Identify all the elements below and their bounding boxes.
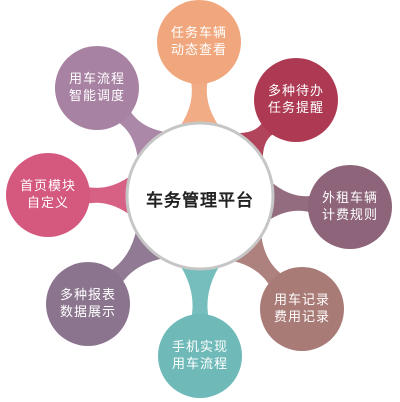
hub-title: 车务管理平台 (146, 191, 254, 211)
node-pending-reminders (254, 58, 338, 142)
node-report-display (46, 262, 130, 346)
connector-mobile-workflow (180, 265, 220, 320)
node-usage-cost (260, 267, 344, 351)
node-label-line: 手机实现 (171, 340, 228, 355)
node-label-line: 智能调度 (68, 89, 125, 104)
node-label-task-tracking: 任务车辆动态查看 (163, 25, 235, 59)
node-label-usage-cost: 用车记录费用记录 (266, 292, 338, 326)
node-label-line: 任务提醒 (267, 101, 324, 116)
node-label-line: 多种报表 (59, 288, 116, 303)
node-label-report-display: 多种报表数据展示 (52, 287, 124, 321)
node-label-rental-billing: 外租车辆计费规则 (314, 190, 386, 224)
node-custom-homepage (6, 153, 90, 237)
connector-usage-cost (231, 233, 285, 289)
node-label-line: 计费规则 (321, 208, 378, 223)
node-rental-billing (308, 165, 392, 249)
node-label-line: 费用记录 (273, 310, 330, 325)
node-label-line: 外租车辆 (321, 191, 378, 206)
connector-smart-dispatch (115, 107, 167, 160)
node-label-line: 任务车辆 (170, 26, 227, 41)
node-smart-dispatch (55, 46, 139, 130)
node-label-line: 用车流程 (68, 72, 125, 87)
node-mobile-workflow (158, 314, 242, 398)
node-label-line: 首页模块 (19, 179, 76, 194)
node-task-tracking (157, 0, 241, 84)
node-label-mobile-workflow: 手机实现用车流程 (164, 339, 236, 373)
node-label-smart-dispatch: 用车流程智能调度 (61, 71, 133, 105)
node-label-line: 多种待办 (267, 84, 324, 99)
connector-rental-billing (267, 181, 315, 221)
node-label-line: 用车流程 (171, 357, 228, 372)
node-label-line: 用车记录 (273, 293, 330, 308)
node-label-line: 动态查看 (170, 43, 227, 58)
connector-report-display (107, 229, 165, 286)
node-label-pending-reminders: 多种待办任务提醒 (260, 83, 332, 117)
hub-circle (125, 121, 275, 271)
connector-task-tracking (179, 77, 220, 128)
node-label-line: 数据展示 (59, 305, 116, 320)
node-label-line: 自定义 (26, 196, 69, 211)
node-label-custom-homepage: 首页模块自定义 (12, 178, 84, 212)
connector-custom-homepage (83, 175, 132, 216)
